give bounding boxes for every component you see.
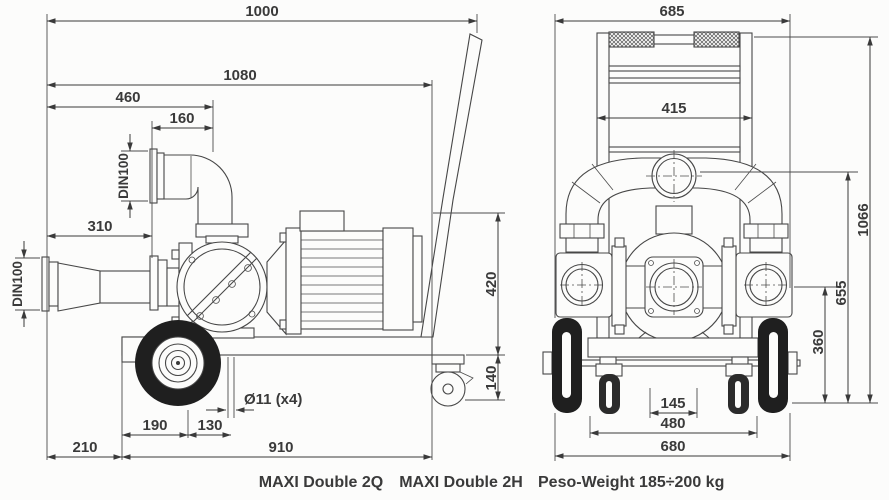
handle-grip-right [693, 31, 740, 48]
front-view-dimensions: 685 415 1066 655 360 145 480 680 [554, 3, 878, 461]
dim-rear-overhang-label: 210 [72, 439, 97, 456]
front-center-port [644, 256, 704, 318]
side-caster [430, 354, 474, 407]
dim-suction-length-label: 310 [87, 218, 112, 235]
side-view [41, 33, 483, 407]
model-name-2h: MAXI Double 2H [399, 474, 523, 491]
model-name-2q: MAXI Double 2Q [259, 474, 383, 491]
dim-frame-length-label: 910 [268, 439, 293, 456]
front-right-caster [725, 356, 753, 414]
front-left-port [560, 262, 604, 308]
captions: MAXI Double 2Q MAXI Double 2H Peso-Weigh… [259, 474, 725, 491]
front-top-port [646, 150, 702, 202]
side-pump-casing [176, 241, 268, 333]
dim-discharge-offset-label: 460 [115, 89, 140, 106]
front-left-wheel [542, 318, 582, 413]
front-right-port [744, 262, 788, 308]
dim-side-port-height-label: 360 [810, 329, 827, 354]
dim-length-to-handle-label: 1000 [245, 3, 278, 20]
side-wheel [135, 320, 221, 406]
dim-overall-height-label: 1066 [855, 203, 872, 236]
dim-top-port-height-label: 655 [833, 280, 850, 305]
front-view [542, 31, 801, 414]
dim-frame-height-label: 140 [483, 365, 500, 390]
dim-wheel-track-label: 680 [660, 438, 685, 455]
dim-caster-spacing-label: 145 [660, 395, 685, 412]
dim-wheel-offset-label: 190 [142, 417, 167, 434]
dim-handle-width-label: 415 [661, 100, 686, 117]
handle-grip-left [608, 31, 655, 48]
dim-caster-track-label: 480 [660, 415, 685, 432]
dim-overall-width-label: 685 [659, 3, 684, 20]
front-right-wheel [758, 318, 798, 413]
dim-elbow-offset-label: 160 [169, 110, 194, 127]
discharge-coupling-label: DIN100 [116, 153, 131, 199]
suction-coupling-label: DIN100 [10, 261, 25, 307]
dim-height-above-frame-label: 420 [483, 271, 500, 296]
front-left-caster [595, 356, 623, 414]
front-frame [587, 337, 759, 358]
motor-fins [301, 239, 383, 322]
hole-note-label: Ø11 (x4) [244, 391, 302, 408]
side-handle [420, 33, 483, 338]
side-view-dimensions: 1000 1080 460 160 DIN100 310 DIN100 420 … [10, 3, 505, 460]
front-side-ports [555, 237, 793, 335]
motor-terminal-box [299, 210, 345, 232]
side-discharge-elbow [149, 148, 249, 244]
side-motor [266, 210, 423, 336]
front-arch-manifold [559, 150, 789, 253]
dim-hole-offset-label: 130 [197, 417, 222, 434]
weight-label: Peso-Weight 185÷200 kg [538, 474, 724, 491]
front-chassis [542, 318, 801, 414]
dim-overall-length-label: 1080 [223, 67, 256, 84]
